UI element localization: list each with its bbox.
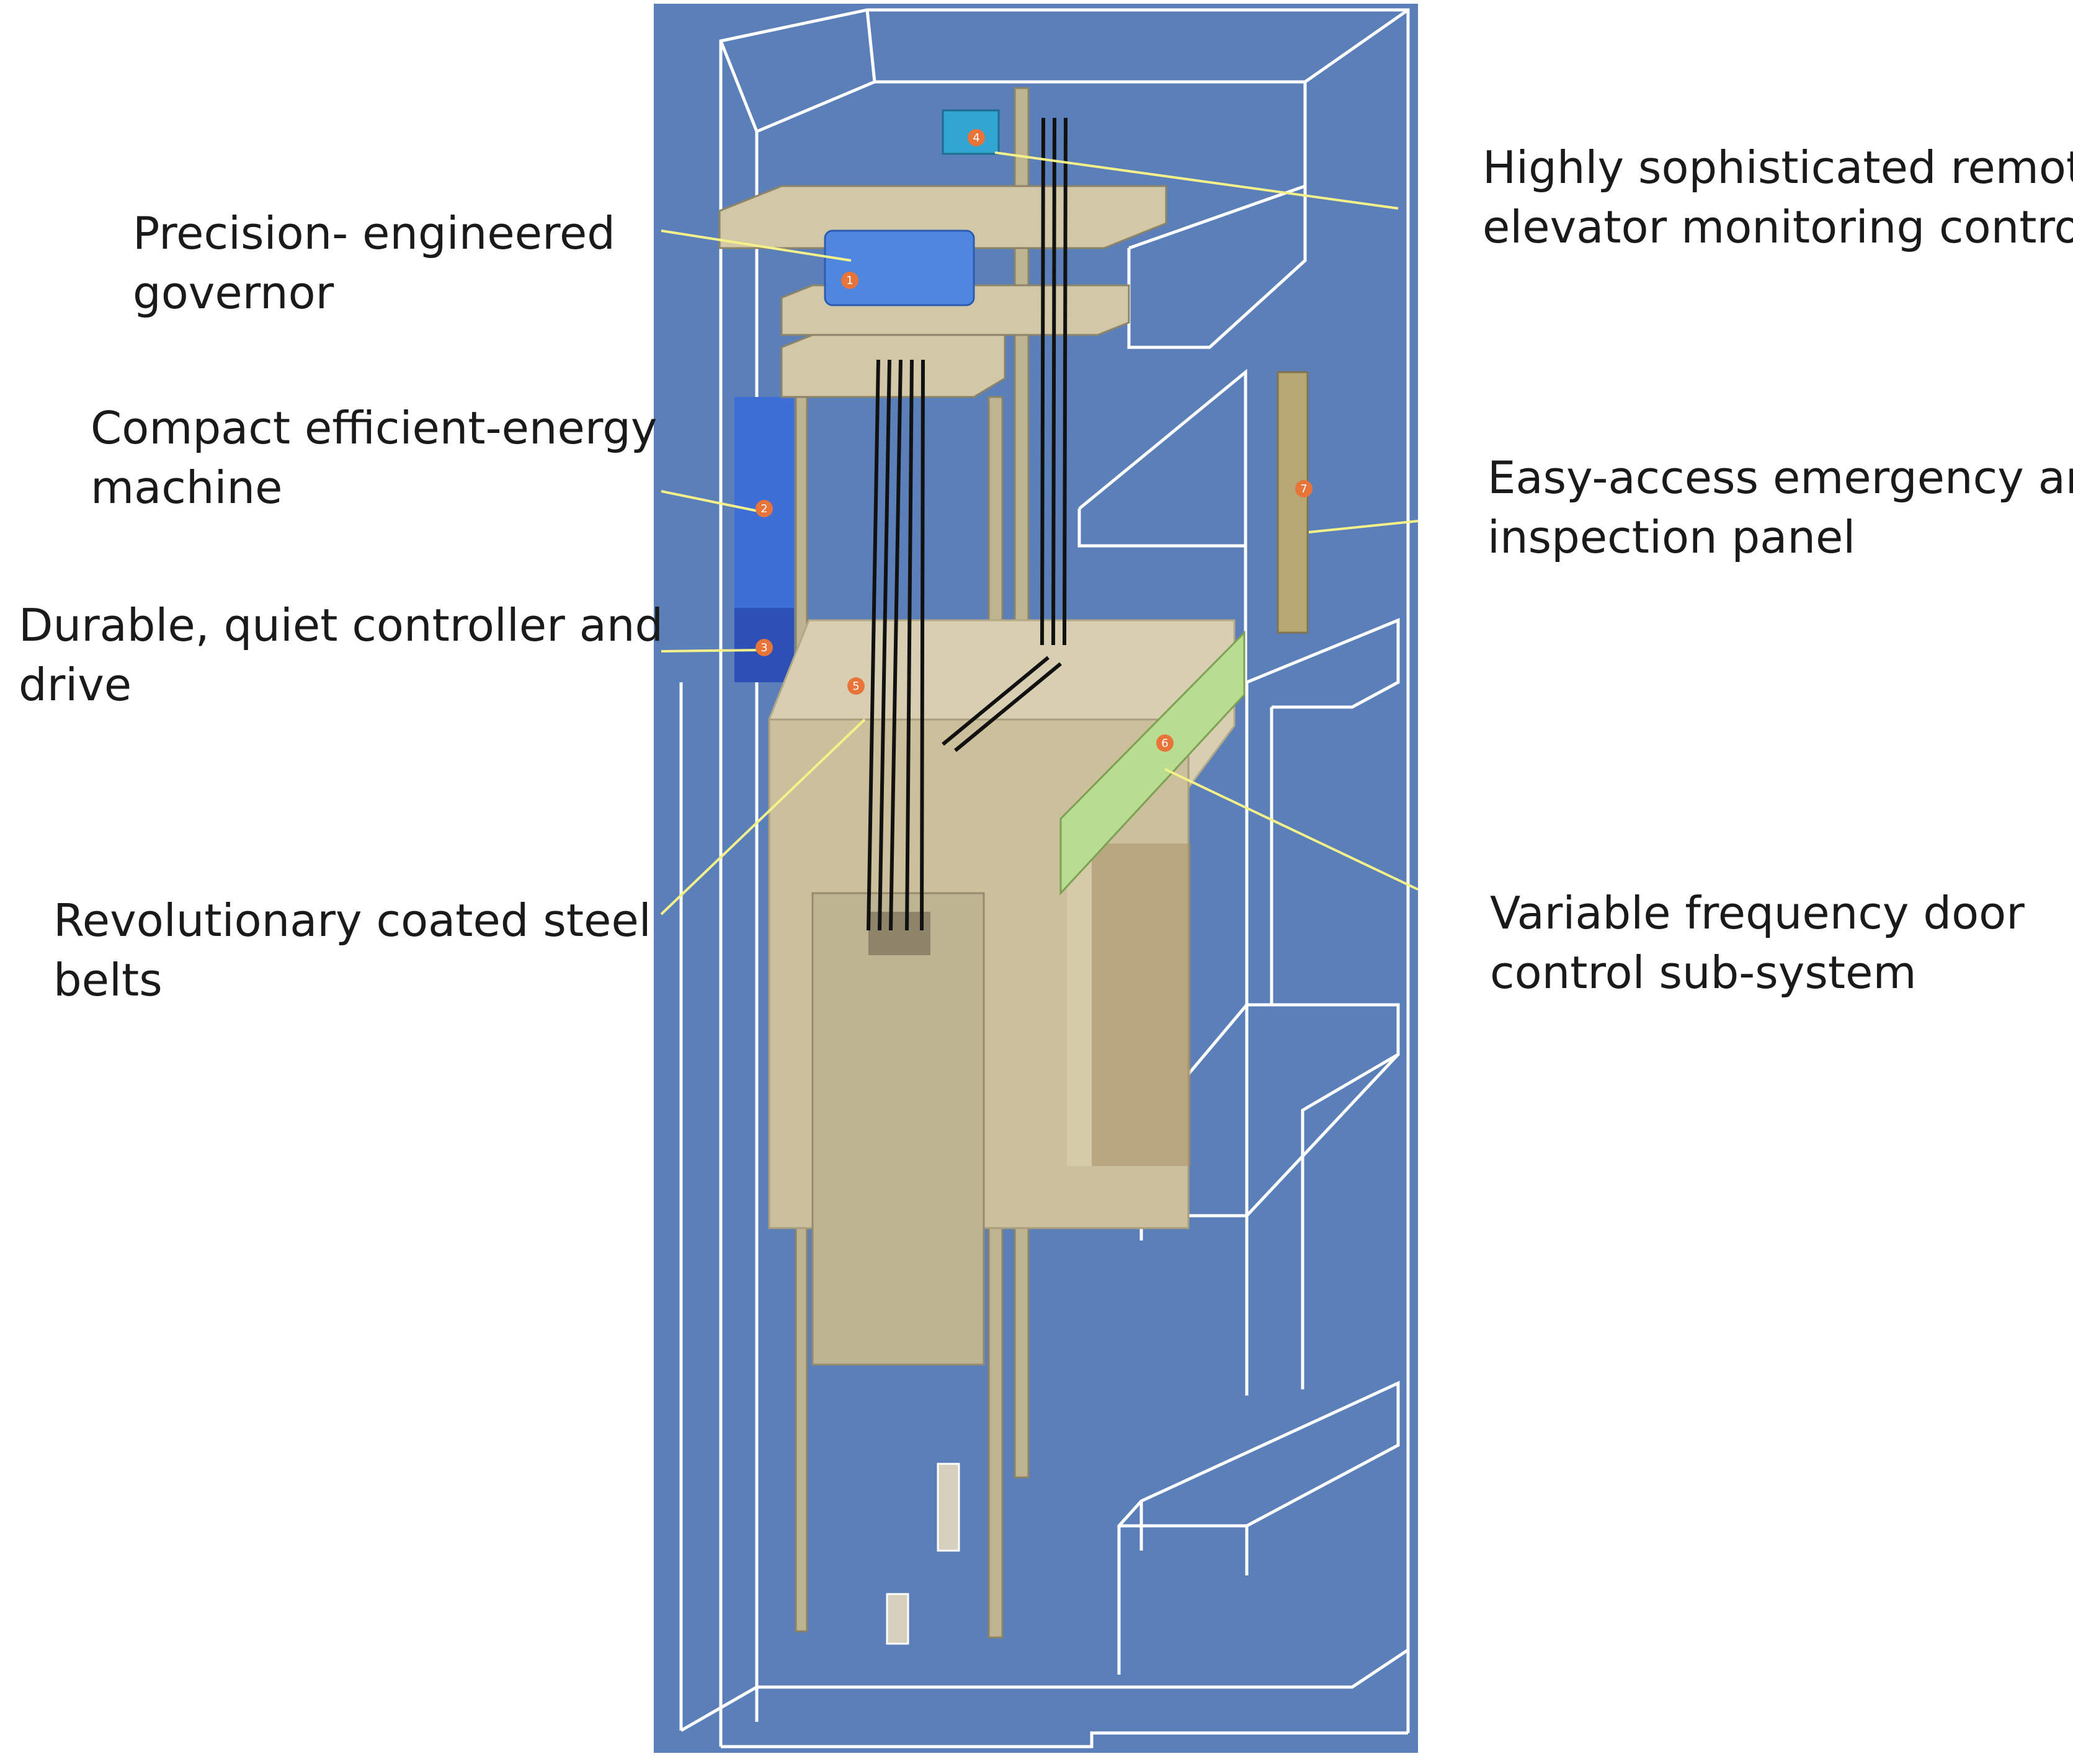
label-inspection-panel-line-2: inspection panel — [1487, 511, 1856, 563]
label-monitoring-line-2: elevator monitoring controls — [1482, 201, 2073, 253]
leader-line-controller — [661, 649, 764, 653]
badge-5-number: 5 — [852, 680, 859, 693]
badge-2: 2 — [756, 500, 773, 517]
badge-7-number: 7 — [1300, 483, 1307, 496]
label-belts: Revolutionary coated steel belts — [53, 891, 651, 1010]
steel-belts — [867, 117, 1068, 931]
hoistway-wireframe — [679, 8, 1410, 1748]
leader-lines — [660, 151, 1419, 915]
leader-line-inspection-panel — [1308, 520, 1419, 533]
inspection-panel — [1277, 371, 1309, 634]
badge-1-number: 1 — [846, 274, 853, 287]
label-controller: Durable, quiet controller and drive — [19, 595, 663, 715]
governor-unit — [824, 229, 975, 306]
label-inspection-panel: Easy-access emergency and inspection pan… — [1487, 448, 2073, 567]
label-governor-line-2: governor — [133, 267, 334, 319]
badge-1: 1 — [841, 272, 858, 289]
label-door-control-line-1: Variable frequency door — [1490, 887, 2025, 939]
badge-3-number: 3 — [760, 641, 767, 654]
leader-line-machine — [661, 490, 765, 514]
leader-line-door-control — [1164, 768, 1419, 891]
badge-7: 7 — [1295, 480, 1313, 497]
counterweight — [811, 892, 985, 1366]
leader-line-governor — [661, 229, 852, 262]
label-governor-line-1: Precision- engineered — [133, 207, 616, 259]
badge-3: 3 — [756, 639, 773, 656]
label-inspection-panel-line-1: Easy-access emergency and — [1487, 452, 2073, 504]
label-machine-line-2: machine — [91, 461, 283, 514]
badge-6: 6 — [1156, 734, 1174, 752]
badge-4: 4 — [968, 129, 985, 146]
leader-line-belts — [660, 718, 866, 915]
badge-2-number: 2 — [760, 502, 767, 515]
label-monitoring: Highly sophisticated remote elevator mon… — [1482, 138, 2073, 257]
badge-5: 5 — [847, 677, 865, 695]
pit-buffers — [886, 1463, 960, 1645]
label-machine: Compact efficient-energy machine — [91, 398, 658, 517]
leader-line-monitoring — [994, 151, 1399, 210]
badge-6-number: 6 — [1161, 737, 1168, 750]
label-machine-line-1: Compact efficient-energy — [91, 402, 658, 454]
label-belts-line-2: belts — [53, 954, 163, 1006]
label-belts-line-1: Revolutionary coated steel — [53, 894, 651, 947]
number-badges: 1 2 3 4 5 6 7 — [756, 129, 1313, 752]
label-door-control: Variable frequency door control sub-syst… — [1490, 883, 2025, 1002]
label-door-control-line-2: control sub-system — [1490, 947, 1917, 999]
door-operator — [1059, 630, 1246, 896]
label-controller-line-2: drive — [19, 659, 132, 711]
badge-4-number: 4 — [973, 131, 979, 145]
label-monitoring-line-1: Highly sophisticated remote — [1482, 141, 2073, 194]
label-controller-line-1: Durable, quiet controller and — [19, 599, 664, 651]
label-governor: Precision- engineered governor — [133, 203, 615, 323]
